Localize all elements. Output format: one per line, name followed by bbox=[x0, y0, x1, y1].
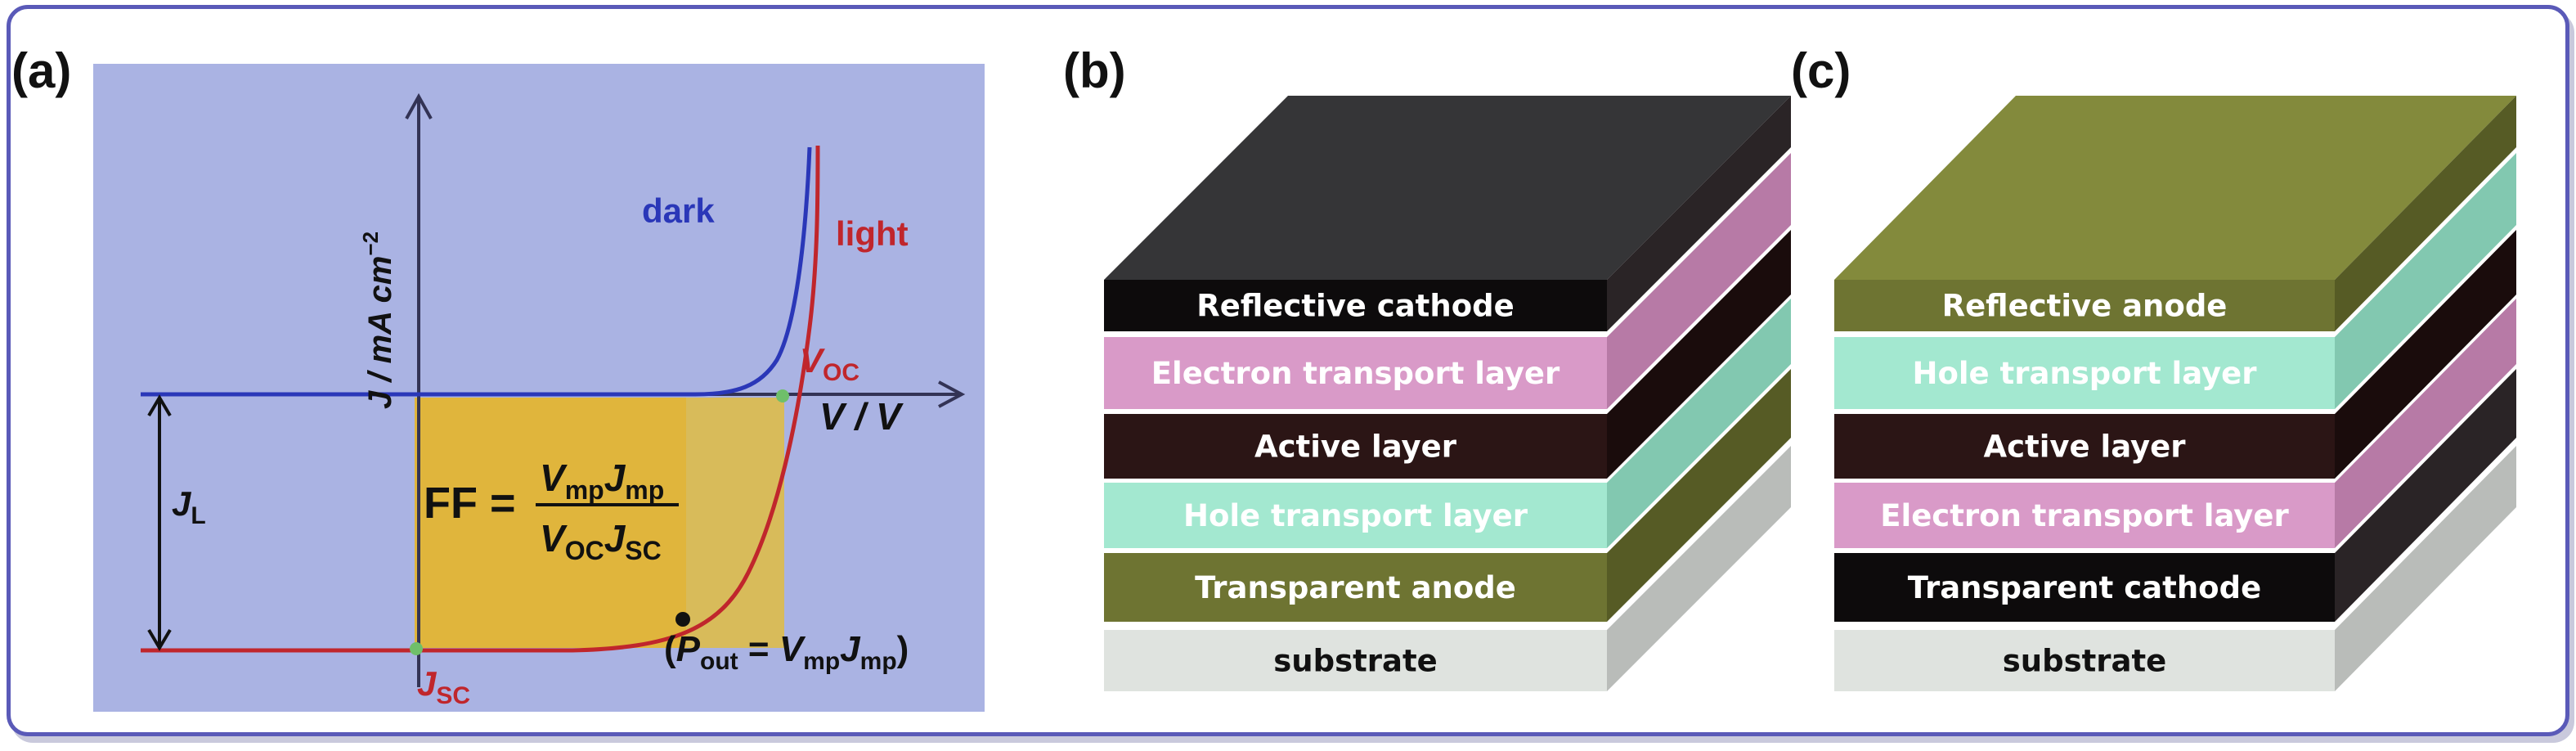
layer-front-face bbox=[1834, 630, 2335, 691]
layer-front-face bbox=[1104, 483, 1607, 548]
dark-curve bbox=[141, 146, 812, 397]
layer-front-face bbox=[1104, 553, 1607, 622]
layer-side-face bbox=[1607, 299, 1791, 548]
layer-front-face bbox=[1834, 553, 2335, 622]
layer-electron-transport-layer: Electron transport layer bbox=[1834, 299, 2516, 548]
layer-front-face bbox=[1834, 337, 2335, 409]
layer-transparent-cathode: Transparent cathode bbox=[1834, 369, 2516, 622]
layer-side-face bbox=[2335, 299, 2516, 548]
ff-numerator: VmpJmp bbox=[540, 456, 664, 505]
layer-side-face bbox=[2335, 96, 2516, 331]
jl-arrow-top bbox=[147, 394, 172, 417]
layer-label: Reflective anode bbox=[1942, 289, 2228, 324]
jsc-label: JSC bbox=[417, 664, 470, 709]
x-axis-arrow bbox=[938, 380, 966, 408]
layer-transparent-anode: Transparent anode bbox=[1104, 369, 1791, 622]
layer-label: substrate bbox=[1273, 644, 1438, 679]
jl-label: JL bbox=[172, 484, 206, 529]
layer-label: Hole transport layer bbox=[1183, 498, 1528, 533]
y-axis-arrow bbox=[405, 92, 433, 119]
y-axis-label: J / mA cm−2 bbox=[358, 232, 398, 409]
layer-side-face bbox=[1607, 446, 1791, 691]
layer-front-face bbox=[1104, 280, 1607, 331]
layer-front-face bbox=[1104, 414, 1607, 479]
jv-diagram: J / mA cm−2 V / V dark light VOC JSC JL … bbox=[141, 92, 966, 709]
layer-label: Active layer bbox=[1254, 429, 1457, 465]
layer-side-face bbox=[2335, 153, 2516, 409]
layer-label: Active layer bbox=[1983, 429, 2186, 465]
panel-a-label: (a) bbox=[11, 43, 72, 98]
layer-active-layer: Active layer bbox=[1834, 230, 2516, 479]
layer-front-face bbox=[1104, 337, 1607, 409]
voc-point bbox=[776, 389, 789, 402]
ff-denominator: VOCJSC bbox=[540, 517, 662, 565]
stack-top-surface bbox=[1834, 96, 2516, 280]
pout-formula: (Pout = VmpJmp) bbox=[664, 629, 909, 675]
layer-substrate: substrate bbox=[1104, 446, 1791, 691]
jsc-point bbox=[410, 642, 423, 655]
layer-side-face bbox=[1607, 369, 1791, 622]
layer-electron-transport-layer: Electron transport layer bbox=[1104, 153, 1791, 409]
layer-label: Electron transport layer bbox=[1151, 356, 1560, 391]
ff-lhs: FF = bbox=[424, 479, 516, 528]
layer-hole-transport-layer: Hole transport layer bbox=[1834, 153, 2516, 409]
layer-reflective-cathode: Reflective cathode bbox=[1104, 96, 1791, 331]
x-axis-label: V / V bbox=[819, 395, 904, 438]
layer-reflective-anode: Reflective anode bbox=[1834, 96, 2516, 331]
panel-b-label: (b) bbox=[1063, 43, 1126, 98]
layer-front-face bbox=[1834, 483, 2335, 548]
layer-side-face bbox=[1607, 96, 1791, 331]
dark-curve-label: dark bbox=[642, 191, 715, 230]
layer-side-face bbox=[2335, 369, 2516, 622]
layer-front-face bbox=[1834, 280, 2335, 331]
layer-front-face bbox=[1834, 414, 2335, 479]
layer-side-face bbox=[1607, 230, 1791, 479]
layer-label: Transparent cathode bbox=[1908, 570, 2261, 605]
light-curve-label: light bbox=[836, 214, 909, 253]
layer-label: Hole transport layer bbox=[1912, 356, 2257, 391]
layer-side-face bbox=[1607, 153, 1791, 409]
voc-label: VOC bbox=[800, 341, 859, 386]
light-curve bbox=[141, 145, 820, 653]
layer-hole-transport-layer: Hole transport layer bbox=[1104, 299, 1791, 548]
max-power-point bbox=[675, 612, 690, 627]
layer-substrate: substrate bbox=[1834, 446, 2516, 691]
layer-front-face bbox=[1104, 630, 1607, 691]
layer-label: Reflective cathode bbox=[1196, 289, 1514, 324]
jl-arrow-bottom bbox=[147, 628, 172, 651]
layer-label: substrate bbox=[2003, 644, 2167, 679]
layer-label: Electron transport layer bbox=[1880, 498, 2289, 533]
layer-side-face bbox=[2335, 230, 2516, 479]
layer-side-face bbox=[2335, 446, 2516, 691]
stack-top-surface bbox=[1104, 96, 1791, 280]
layer-active-layer: Active layer bbox=[1104, 230, 1791, 479]
ff-rectangle bbox=[415, 398, 686, 648]
panel-c-label: (c) bbox=[1791, 43, 1851, 98]
layer-label: Transparent anode bbox=[1195, 570, 1516, 605]
